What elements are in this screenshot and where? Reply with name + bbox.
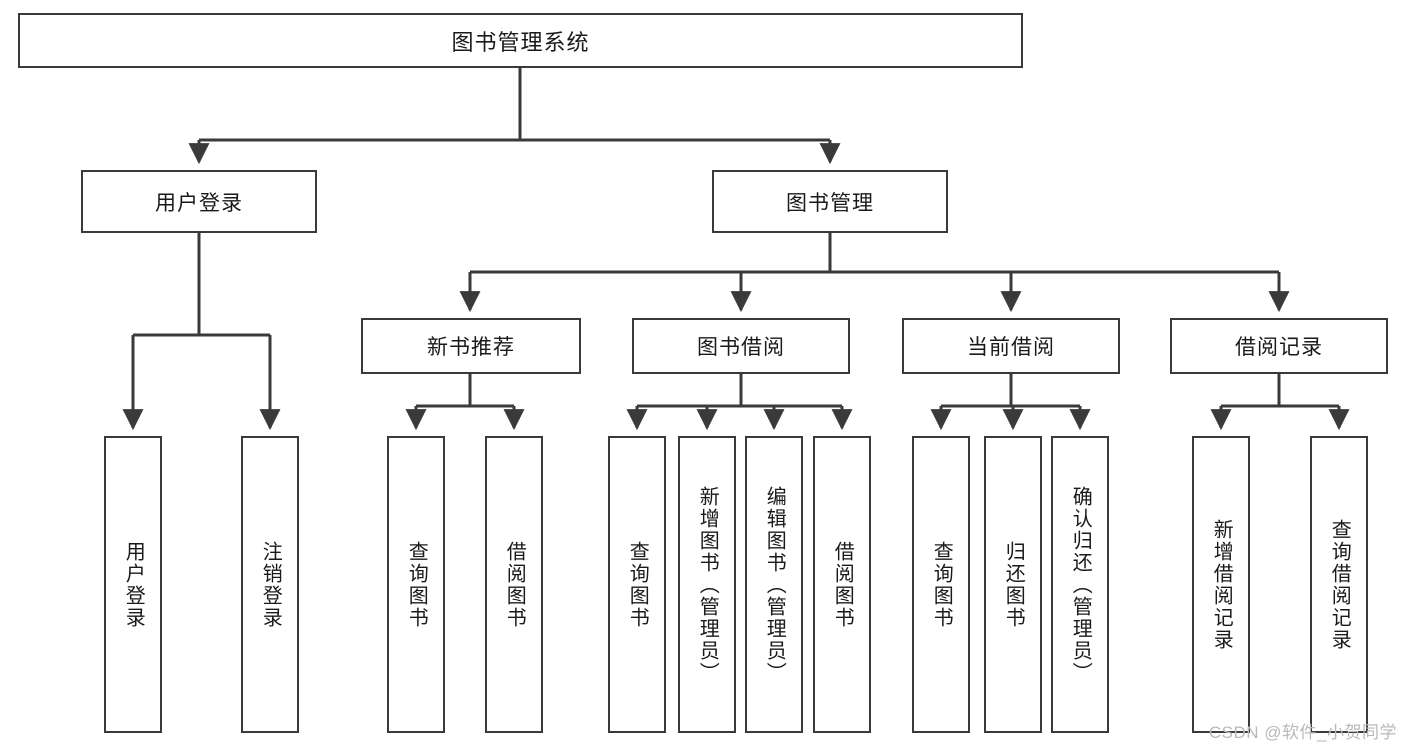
node-leaf-9[interactable]: 归还图书: [984, 436, 1042, 733]
node-leaf-3[interactable]: 借阅图书: [485, 436, 543, 733]
node-leaf-5[interactable]: 新增图书（管理员）: [678, 436, 736, 733]
node-level3-2[interactable]: 当前借阅: [902, 318, 1120, 374]
node-leaf-2[interactable]: 查询图书: [387, 436, 445, 733]
watermark-text: CSDN @软件_小贺同学: [1208, 723, 1397, 742]
node-level3-0[interactable]: 新书推荐: [361, 318, 581, 374]
node-leaf-1[interactable]: 注销登录: [241, 436, 299, 733]
node-leaf-0[interactable]: 用户登录: [104, 436, 162, 733]
node-leaf-10[interactable]: 确认归还（管理员）: [1051, 436, 1109, 733]
node-leaf-7[interactable]: 借阅图书: [813, 436, 871, 733]
node-leaf-8[interactable]: 查询图书: [912, 436, 970, 733]
node-leaf-4[interactable]: 查询图书: [608, 436, 666, 733]
node-leaf-6[interactable]: 编辑图书（管理员）: [745, 436, 803, 733]
node-leaf-11[interactable]: 新增借阅记录: [1192, 436, 1250, 733]
node-root[interactable]: 图书管理系统: [18, 13, 1023, 68]
node-level3-3[interactable]: 借阅记录: [1170, 318, 1388, 374]
node-level2-0[interactable]: 用户登录: [81, 170, 317, 233]
node-level3-1[interactable]: 图书借阅: [632, 318, 850, 374]
node-leaf-12[interactable]: 查询借阅记录: [1310, 436, 1368, 733]
node-level2-1[interactable]: 图书管理: [712, 170, 948, 233]
